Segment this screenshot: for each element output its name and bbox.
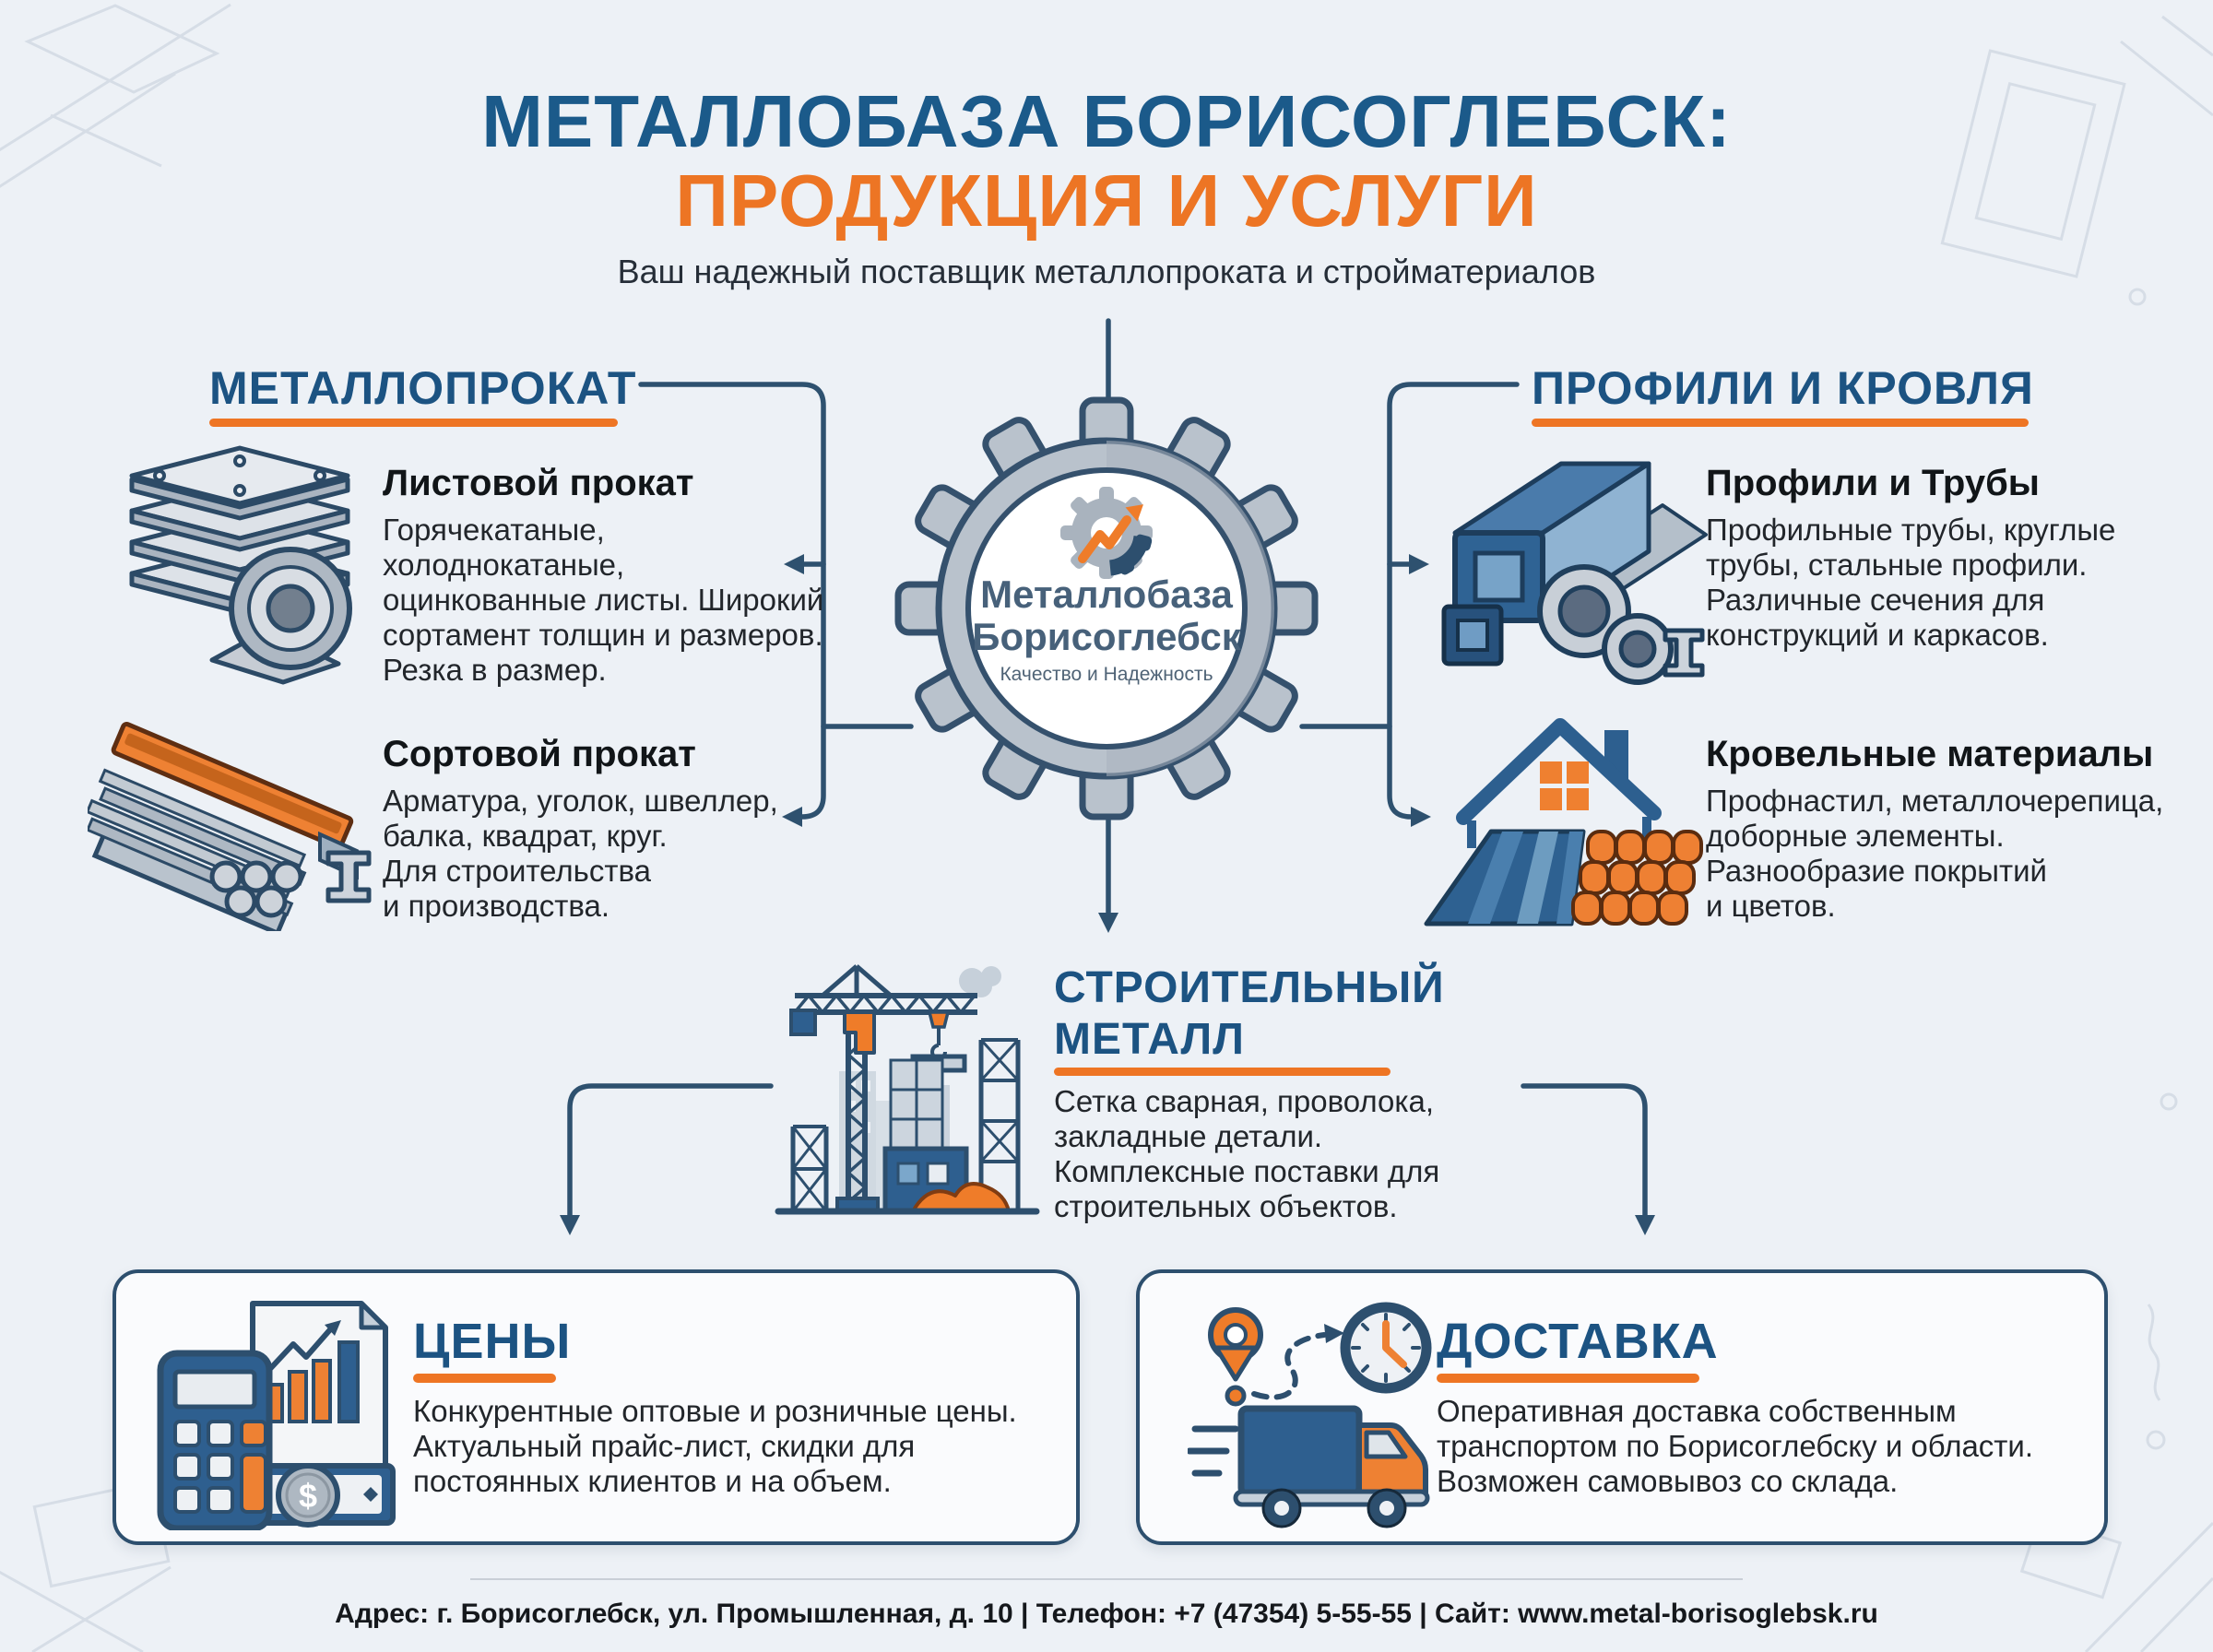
connector-right-bracket bbox=[1387, 382, 1520, 820]
card-text-prices: Конкурентные оптовые и розничные цены. А… bbox=[413, 1394, 1017, 1498]
item-title-krovelnye: Кровельные материалы bbox=[1706, 734, 2154, 774]
arrow-card-right bbox=[1635, 1215, 1655, 1235]
arrow-left-upper bbox=[784, 554, 804, 574]
arrow-card-left bbox=[560, 1215, 580, 1235]
footer-contact-info: Адрес: г. Борисоглебск, ул. Промышленная… bbox=[335, 1599, 1878, 1629]
arrow-left-lower bbox=[782, 807, 802, 827]
item-title-profili-truby: Профили и Трубы bbox=[1706, 463, 2040, 503]
connector-bottom-left bbox=[567, 1083, 774, 1218]
section-heading-metalloprokat: МЕТАЛЛОПРОКАТ bbox=[209, 362, 637, 414]
profiles-pipes-icon bbox=[1441, 461, 1708, 685]
item-text-profili-truby: Профильные трубы, круглые трубы, стальны… bbox=[1706, 513, 2116, 652]
heading-underline bbox=[209, 419, 618, 427]
item-text-krovelnye: Профнастил, металлочерепица, доборные эл… bbox=[1706, 784, 2164, 923]
arrow-center-down bbox=[1098, 913, 1118, 933]
heading-underline bbox=[1054, 1068, 1391, 1076]
gear-logo-icon bbox=[894, 396, 1319, 820]
roofing-materials-icon bbox=[1424, 718, 1703, 926]
sheet-metal-stack-icon bbox=[129, 445, 352, 685]
dollar-coin-symbol: $ bbox=[299, 1477, 317, 1515]
section-heading-stroitelny-metall: СТРОИТЕЛЬНЫЙ МЕТАЛЛ bbox=[1054, 963, 1445, 1064]
section-heading-profili-krovlya: ПРОФИЛИ И КРОВЛЯ bbox=[1532, 362, 2034, 414]
heading-underline bbox=[413, 1374, 556, 1383]
logo-name-line2: Борисоглебск bbox=[972, 615, 1241, 658]
prices-calculator-icon: $ bbox=[157, 1301, 396, 1530]
arrow-right-upper bbox=[1409, 554, 1429, 574]
item-text-sortovoy: Арматура, уголок, швеллер, балка, квадра… bbox=[383, 784, 778, 923]
arrow-right-lower bbox=[1411, 807, 1431, 827]
footer-divider bbox=[470, 1578, 1743, 1580]
card-title-prices: ЦЕНЫ bbox=[413, 1314, 572, 1369]
logo-tagline: Качество и Надежность bbox=[1000, 664, 1213, 685]
heading-underline bbox=[1532, 419, 2029, 427]
construction-crane-icon bbox=[775, 964, 1040, 1215]
item-text-listovoy: Горячекатаные, холоднокатаные, оцинкован… bbox=[383, 513, 824, 687]
section-text-stroitelny-metall: Сетка сварная, проволока, закладные дета… bbox=[1054, 1084, 1440, 1223]
item-title-listovoy: Листовой прокат bbox=[383, 463, 694, 503]
connector-left-bracket bbox=[638, 382, 826, 820]
page-title-line2: ПРОДУКЦИЯ И УСЛУГИ bbox=[675, 159, 1538, 242]
card-title-delivery: ДОСТАВКА bbox=[1437, 1314, 1719, 1369]
heading-underline bbox=[1437, 1374, 1699, 1383]
page-subtitle: Ваш надежный поставщик металлопроката и … bbox=[617, 253, 1596, 290]
card-text-delivery: Оперативная доставка собственным транспо… bbox=[1437, 1394, 2034, 1498]
item-title-sortovoy: Сортовой прокат bbox=[383, 734, 696, 774]
connector-bottom-right bbox=[1521, 1083, 1648, 1218]
mini-gear-trend-icon bbox=[1060, 487, 1153, 579]
delivery-truck-icon bbox=[1188, 1302, 1432, 1528]
page-title-line1: МЕТАЛЛОБАЗА БОРИСОГЛЕБСК: bbox=[481, 80, 1732, 162]
long-products-icon bbox=[88, 721, 372, 931]
